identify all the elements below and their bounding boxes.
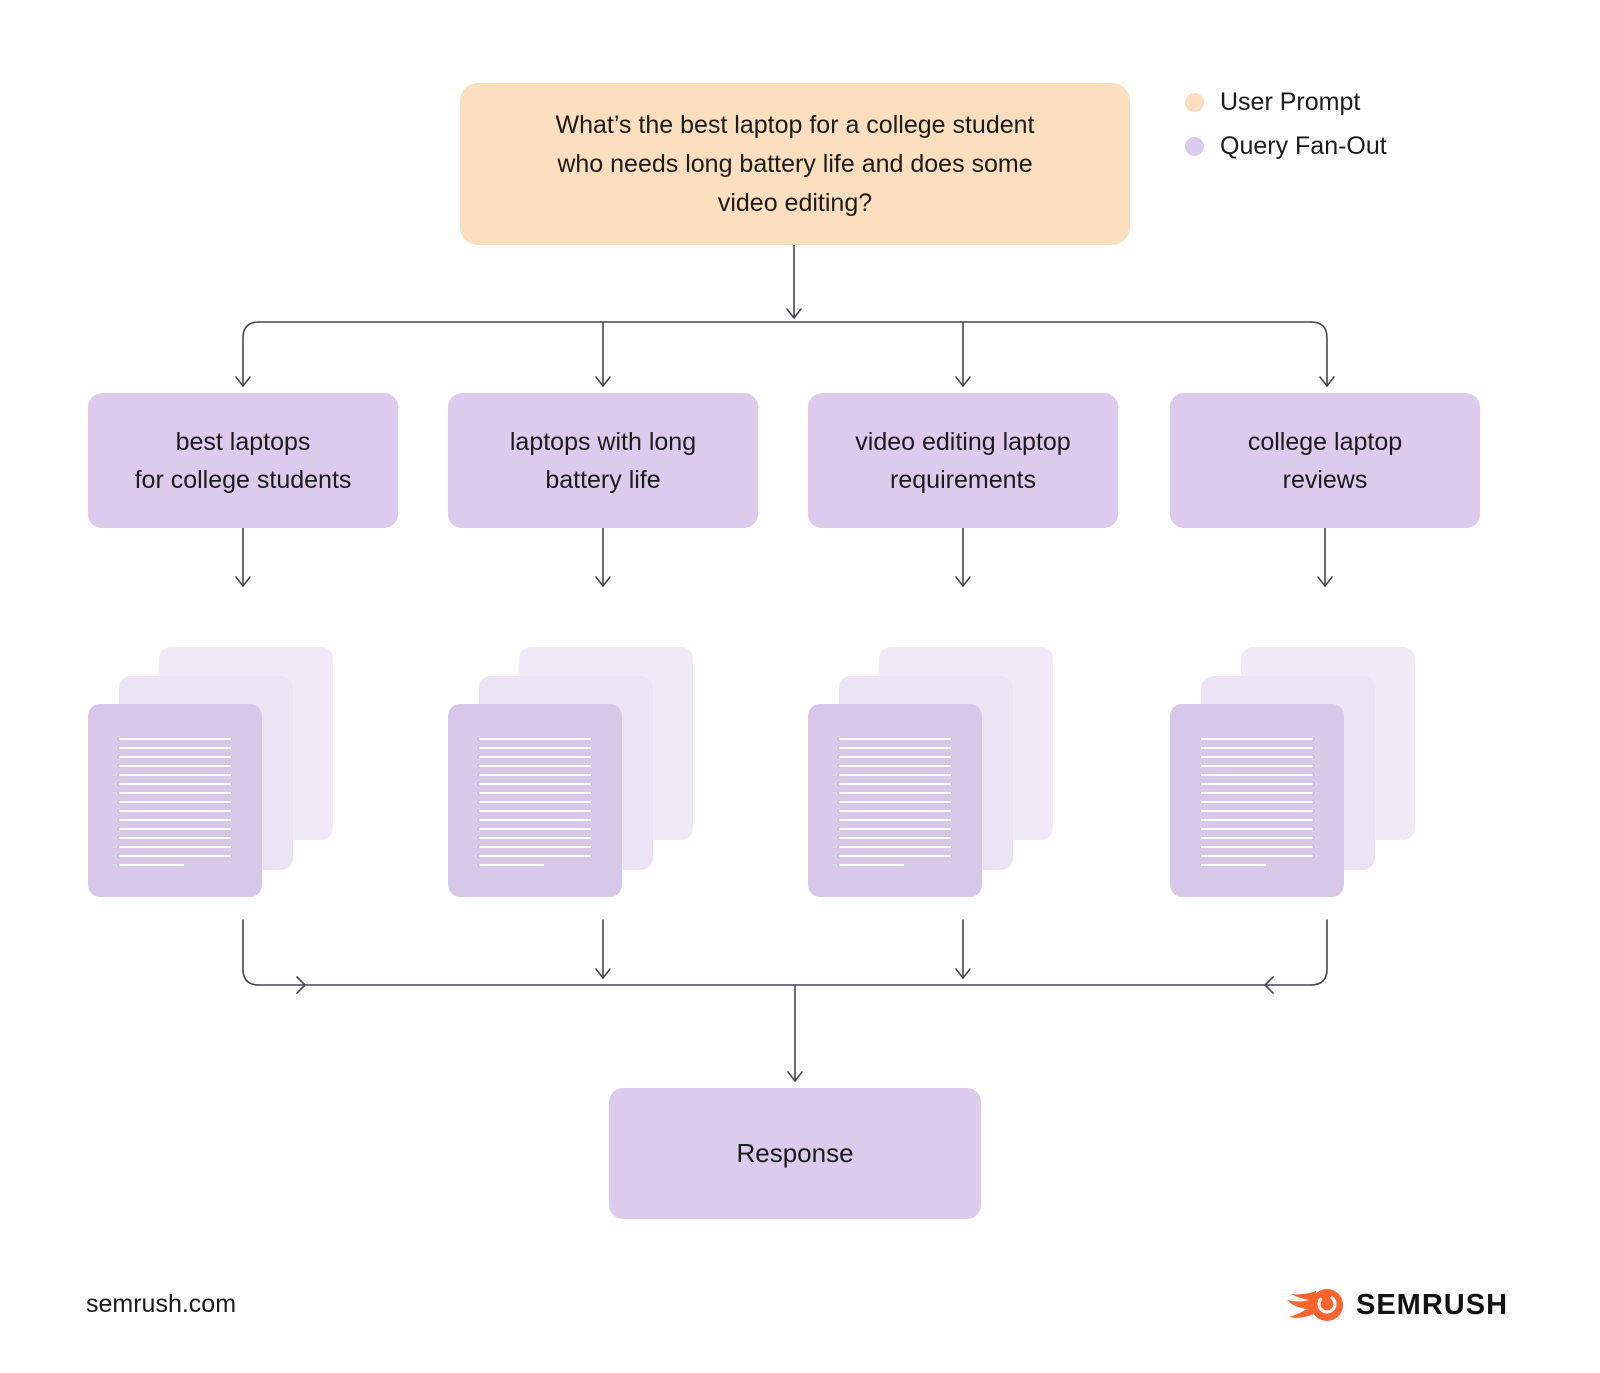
site-url: semrush.com <box>86 1290 237 1318</box>
query-fanout-dot-icon <box>1185 137 1204 156</box>
document-stack-3 <box>808 647 1053 897</box>
arrow-bar-to-query-1 <box>235 321 260 387</box>
query-label-line: college laptop <box>1247 427 1403 456</box>
document-text-line-short <box>1201 864 1266 866</box>
document-text-line-short <box>479 864 544 866</box>
document-text-line-short <box>119 864 184 866</box>
semrush-wordmark: SEMRUSH <box>1356 1288 1509 1321</box>
document-text-lines <box>479 738 591 857</box>
document-text-lines <box>1201 738 1313 857</box>
document-icon <box>808 704 982 897</box>
merge-chevron-left <box>1263 976 1274 994</box>
document-icon <box>88 704 262 897</box>
document-text-line-short <box>839 864 904 866</box>
query-box-best-laptops: best laptops for college students <box>88 393 398 528</box>
legend-label: User Prompt <box>1220 88 1361 116</box>
user-prompt-line: What’s the best laptop for a college stu… <box>555 110 1035 139</box>
document-text-lines <box>839 738 951 857</box>
legend-label: Query Fan-Out <box>1220 132 1387 160</box>
merge-chevron-right <box>296 976 307 994</box>
document-stack-1 <box>88 647 333 897</box>
query-label-line: best laptops <box>175 427 311 456</box>
query-box-video-editing: video editing laptop requirements <box>808 393 1118 528</box>
line-docs-4-to-bar <box>1310 919 1328 986</box>
query-label-line: requirements <box>890 465 1036 494</box>
legend-item-user-prompt: User Prompt <box>1185 88 1387 117</box>
query-label-line: battery life <box>545 465 661 494</box>
document-icon <box>448 704 622 897</box>
semrush-comet-icon <box>1287 1289 1343 1321</box>
query-label-line: for college students <box>134 465 352 494</box>
legend-item-query-fanout: Query Fan-Out <box>1185 132 1387 161</box>
user-prompt-line: who needs long battery life and does som… <box>557 149 1033 178</box>
document-text-lines <box>119 738 231 857</box>
user-prompt-box: What’s the best laptop for a college stu… <box>460 83 1130 245</box>
query-box-battery-life: laptops with long battery life <box>448 393 758 528</box>
document-stack-4 <box>1170 647 1415 897</box>
user-prompt-dot-icon <box>1185 93 1204 112</box>
document-icon <box>1170 704 1344 897</box>
legend: User Prompt Query Fan-Out <box>1185 88 1387 161</box>
line-docs-1-to-bar <box>242 919 260 986</box>
query-label-line: laptops with long <box>509 427 697 456</box>
document-stack-2 <box>448 647 693 897</box>
semrush-logo: SEMRUSH <box>1286 1284 1508 1326</box>
arrow-bar-to-query-4 <box>1310 321 1335 387</box>
query-label-line: video editing laptop <box>855 427 1071 456</box>
response-box: Response <box>609 1088 981 1219</box>
response-label: Response <box>736 1138 854 1168</box>
user-prompt-line: video editing? <box>717 188 873 217</box>
query-label-line: reviews <box>1282 465 1368 494</box>
query-box-college-reviews: college laptop reviews <box>1170 393 1480 528</box>
